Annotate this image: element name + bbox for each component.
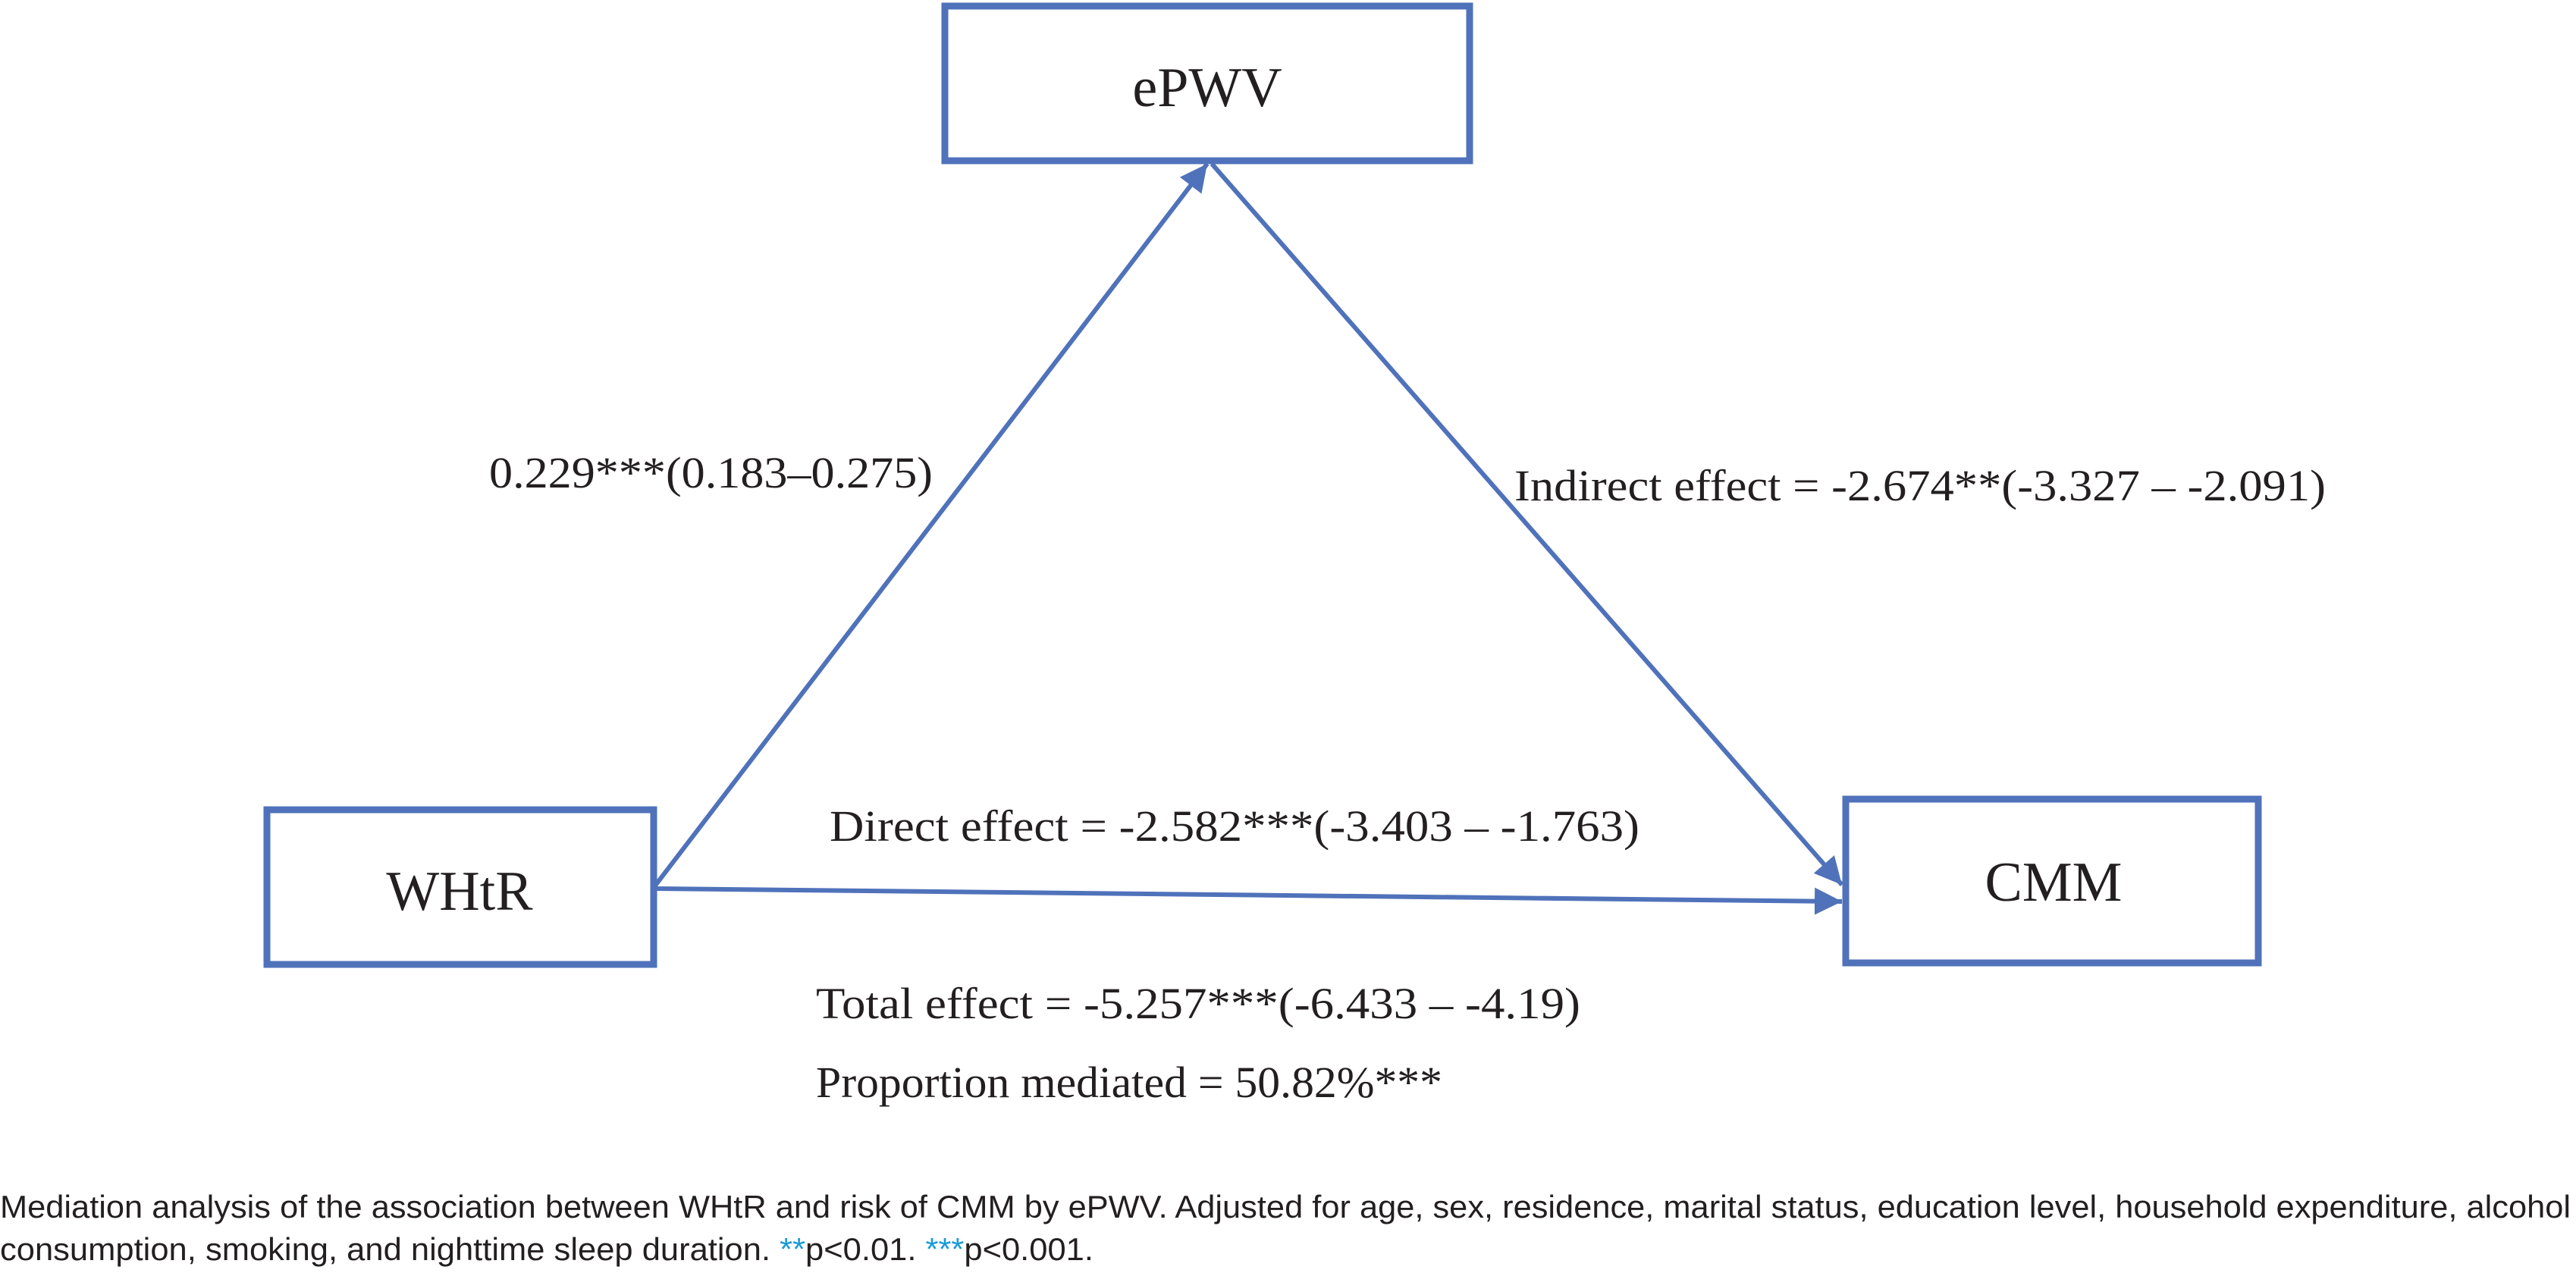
caption-line-2-text: consumption, smoking, and nighttime slee… <box>0 1231 780 1267</box>
arrow-exposure-to-mediator <box>653 162 1210 887</box>
arrow-exposure-to-outcome <box>654 886 1843 915</box>
node-exposure-label: WHtR <box>386 861 533 923</box>
a-path-label: 0.229***(0.183–0.275) <box>489 448 933 497</box>
node-outcome-label: CMM <box>1985 851 2123 914</box>
sig-text-p01: p<0.01. <box>805 1231 926 1267</box>
sig-mark-p001: *** <box>926 1231 965 1267</box>
node-mediator-label: ePWV <box>1132 57 1282 119</box>
arrow-mediator-to-outcome <box>1210 162 1844 886</box>
node-mediator: ePWV <box>941 2 1473 165</box>
node-exposure: WHtR <box>263 806 657 968</box>
proportion-mediated-label: Proportion mediated = 50.82%*** <box>816 1058 1442 1107</box>
direct-effect-label: Direct effect = -2.582***(-3.403 – -1.76… <box>830 801 1639 851</box>
node-outcome: CMM <box>1842 795 2262 967</box>
indirect-effect-label: Indirect effect = -2.674**(-3.327 – -2.0… <box>1514 461 2326 510</box>
sig-mark-p01: ** <box>780 1231 805 1267</box>
sig-text-p001: p<0.001. <box>964 1231 1093 1267</box>
caption-line-2: consumption, smoking, and nighttime slee… <box>0 1231 1093 1267</box>
caption-line-1: Mediation analysis of the association be… <box>0 1189 2571 1224</box>
total-effect-label: Total effect = -5.257***(-6.433 – -4.19) <box>816 979 1580 1028</box>
